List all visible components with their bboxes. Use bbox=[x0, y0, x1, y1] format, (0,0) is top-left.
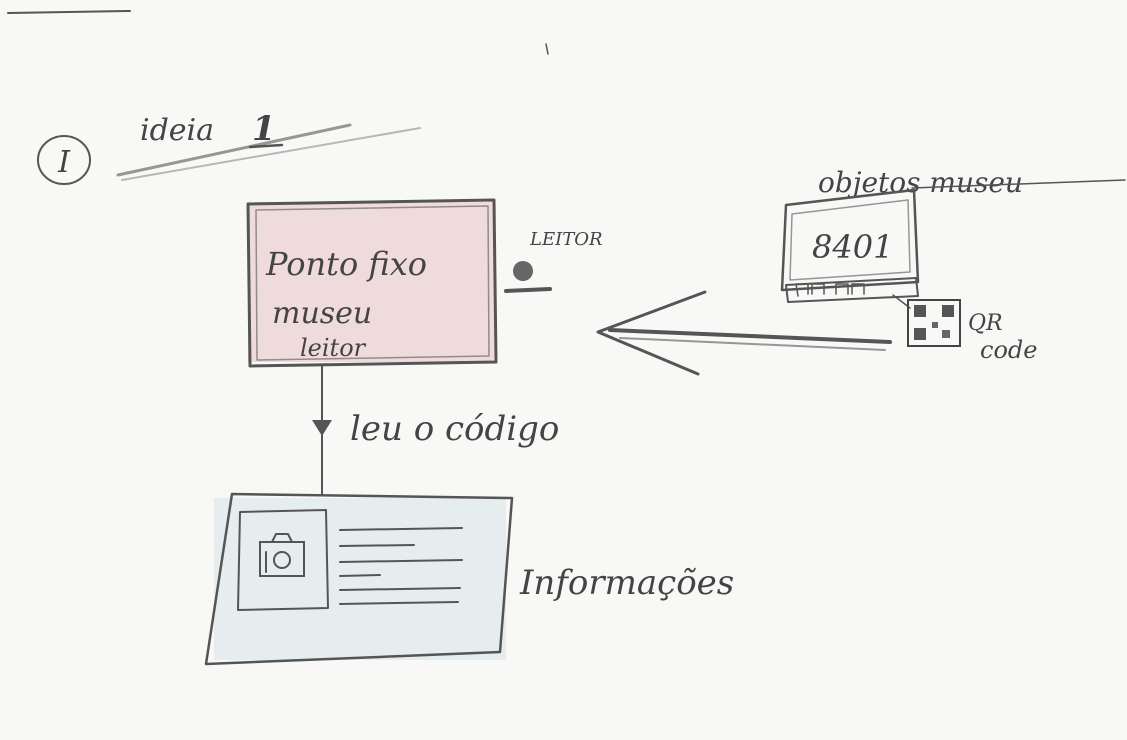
fixed-point-border bbox=[246, 198, 498, 368]
object-inner bbox=[789, 199, 911, 281]
stray-line bbox=[7, 10, 131, 14]
scan-arrow-head bbox=[596, 290, 707, 376]
object-code: 8401 bbox=[812, 228, 893, 266]
flow-connector: leu o código bbox=[312, 365, 559, 495]
camera-icon bbox=[259, 541, 305, 577]
info-panel-label: Informações bbox=[519, 563, 734, 603]
reader-device: LEITOR bbox=[504, 229, 603, 293]
title-label: ideia bbox=[140, 113, 214, 148]
info-text-line-1 bbox=[339, 527, 463, 531]
museum-object-caption: objetos museu bbox=[818, 166, 1023, 199]
info-text-line-4 bbox=[339, 574, 381, 577]
fixed-point-line-3: leitor bbox=[300, 334, 367, 362]
qr-module-1 bbox=[932, 322, 938, 328]
scan-arrow-shaft-2 bbox=[619, 337, 886, 351]
numeral-circle bbox=[37, 135, 91, 185]
qr-finder-2 bbox=[942, 305, 954, 317]
fixed-point-shading bbox=[248, 202, 494, 362]
title-group: I ideia 1 bbox=[37, 109, 421, 185]
camera-lens-icon bbox=[273, 551, 291, 569]
qr-finder-1 bbox=[914, 305, 926, 317]
fixed-point-line-2: museu bbox=[272, 296, 372, 331]
info-text-line-3 bbox=[339, 559, 463, 563]
qr-label-line-2: code bbox=[980, 336, 1037, 364]
info-panel: Informações bbox=[204, 492, 734, 666]
info-text-line-2 bbox=[339, 544, 415, 547]
reader-lens-icon bbox=[513, 261, 533, 281]
object-box bbox=[780, 188, 920, 292]
info-panel-shading bbox=[214, 498, 506, 660]
fixed-point-box: Ponto fixo museu leitor bbox=[246, 198, 498, 368]
info-text-line-5 bbox=[339, 587, 461, 591]
flow-label: leu o código bbox=[350, 409, 559, 449]
caption-underline bbox=[911, 179, 1126, 189]
scan-arrow bbox=[596, 290, 892, 376]
info-panel-border bbox=[204, 492, 514, 666]
qr-code-icon bbox=[907, 299, 961, 347]
fixed-point-inner-border bbox=[255, 205, 490, 361]
fixed-point-line-1: Ponto fixo bbox=[265, 245, 427, 283]
reader-label: LEITOR bbox=[529, 229, 603, 250]
qr-finder-3 bbox=[914, 328, 926, 340]
info-text-line-6 bbox=[339, 601, 459, 605]
flow-arrowhead bbox=[312, 420, 332, 436]
title-underline-2 bbox=[121, 127, 421, 181]
qr-label-line-1: QR bbox=[968, 311, 1003, 336]
title-numeral: I bbox=[57, 145, 71, 180]
title-number: 1 bbox=[252, 109, 276, 149]
qr-module-2 bbox=[942, 330, 950, 338]
camera-top-icon bbox=[271, 533, 293, 543]
object-base bbox=[785, 277, 919, 303]
scan-arrow-shaft bbox=[608, 328, 892, 344]
stray-mark bbox=[545, 43, 549, 55]
reader-base bbox=[504, 287, 552, 293]
info-image-frame bbox=[237, 509, 329, 611]
museum-object: objetos museu 8401 QR code bbox=[780, 166, 1126, 364]
title-underline bbox=[116, 123, 352, 177]
